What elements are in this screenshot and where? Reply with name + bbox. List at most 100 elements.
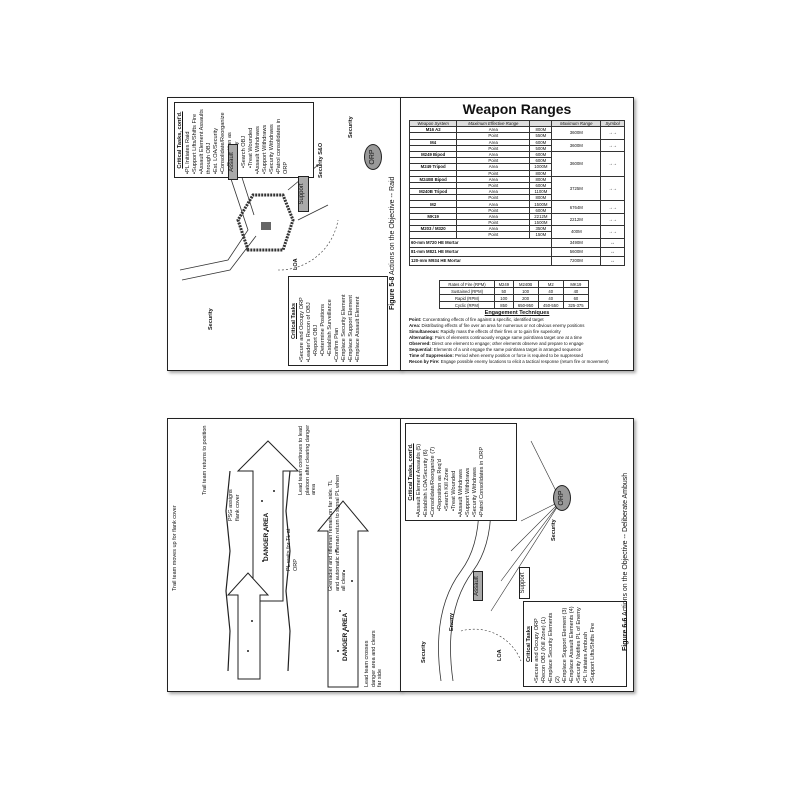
danger-diagram: Lead team crosses danger area and clears…: [168, 419, 400, 691]
engagement-technique-item: Time of Suppression: Period when enemy p…: [409, 352, 583, 358]
ambush-task-item: •Support Lifts/Shifts Fire: [589, 622, 596, 683]
raid-task-item: •Report OBJ: [312, 324, 319, 356]
raid-task-item: •Confirm Plan: [333, 327, 340, 362]
rof-header: M240B: [512, 280, 539, 288]
weapon-ranges-title: Weapon Ranges: [462, 101, 572, 117]
mortar-symbol-icon: ↔: [600, 246, 625, 257]
raid-diagram: Critical Tasks •Secure and Occupy ORP•Le…: [168, 98, 400, 370]
raid-critical-cont-title: Critical Tasks, cont'd.: [177, 111, 183, 169]
raid-task-cont-item: •Assault Element Assaults through OBJ: [198, 109, 212, 174]
raid-assault-box: Assault: [228, 144, 238, 180]
raid-orp: ORP: [364, 144, 382, 170]
weapon-symbol-icon: →→: [600, 225, 625, 239]
ambush-assault-box: Assault: [473, 571, 483, 601]
raid-security-label-2: Security: [348, 116, 354, 138]
danger-note-trail-returns: Trail team returns to position: [202, 425, 208, 496]
engagement-technique-item: Sequential: Elements of a unit engage th…: [409, 346, 582, 352]
raid-task-cont-item: •Est. LOA/Security: [212, 127, 219, 174]
raid-critical-tasks: Critical Tasks •Secure and Occupy ORP•Le…: [288, 276, 388, 366]
danger-note-trail-moves: Trail team moves up for flank cover: [172, 505, 178, 591]
raid-task-item: •Secure and Occupy ORP: [298, 297, 305, 362]
weapon-symbol-icon: →→: [600, 126, 625, 140]
card-danger-area[interactable]: Lead team crosses danger area and clears…: [167, 418, 401, 692]
raid-task-cont-item: •Search OBJ: [240, 135, 247, 168]
raid-task-item: •Determine Positions: [319, 303, 326, 356]
ambush-critical-tasks-cont: Critical Tasks, cont'd. •Assault Element…: [405, 423, 517, 521]
raid-task-cont-item: •Security Withdraws: [268, 124, 275, 174]
raid-task-cont-item: •Treat Wounded: [247, 127, 254, 168]
raid-caption: Figure 5-8 Actions on the Objective -- R…: [389, 177, 396, 310]
ambush-caption-text: Actions on the Objective -- Deliberate A…: [622, 472, 629, 618]
danger-note-lead-crosses: Lead team crosses danger area and clears…: [364, 630, 384, 687]
danger-drawing: [225, 440, 370, 688]
raid-caption-text: Actions on the Objective -- Raid: [389, 176, 396, 277]
ambush-task-item: •Emplace Security Elements (2): [547, 612, 561, 683]
mortar-symbol-icon: ↔: [600, 237, 625, 248]
ambush-orp: ORP: [553, 485, 571, 511]
ambush-task-cont-item: •Reposition as Req'd: [436, 459, 443, 511]
raid-security-so-label: Security S&O: [318, 142, 324, 178]
weapon-symbol-icon: →→: [600, 138, 625, 152]
ambush-critical-cont-title: Critical Tasks, cont'd.: [408, 443, 414, 501]
raid-task-item: •Leader's Recon of OBJ: [305, 302, 312, 362]
engagement-technique-item: Recon by Fire: Engage possible enemy loc…: [409, 358, 609, 364]
ambush-support-box: Support: [519, 567, 530, 599]
raid-task-item: •Emplace Support Element: [347, 295, 354, 362]
ambush-security-label-2: Security: [551, 519, 557, 541]
ambush-task-cont-item: •Patrol Consolidates in ORP: [478, 446, 485, 517]
danger-sign-1: DANGER AREA: [342, 612, 349, 661]
raid-task-cont-item: •Support Withdraws: [261, 124, 268, 174]
danger-pl-waits: PL waits for TL at ORP: [286, 528, 299, 571]
ambush-task-cont-item: •Assault Withdraws: [457, 469, 464, 517]
ambush-diagram: Critical Tasks •Secure and Occupy ORP•Re…: [401, 419, 633, 691]
ambush-loa-label: LOA: [497, 649, 503, 661]
ambush-task-cont-item: •Search Kill Zone: [443, 468, 450, 511]
engagement-technique-item: Alternating: Pairs of elements continuou…: [409, 334, 583, 340]
ambush-task-item: •Secure and Occupy ORP: [533, 618, 540, 683]
raid-task-item: •Emplace Assault Element: [354, 296, 361, 362]
raid-caption-figure: Figure 5-8: [389, 276, 396, 310]
ambush-task-cont-item: •Consolidate/Reorganize (7): [429, 446, 436, 517]
ambush-task-cont-item: •Establish LOA/Security (6): [422, 449, 429, 517]
ambush-task-item: •PL Initiates Ambush: [582, 631, 589, 683]
ambush-security-label: Security: [421, 641, 427, 663]
engagement-techniques-list: Point: Concentrating effects of fire aga…: [409, 317, 625, 365]
ambush-enemy-label: Enemy: [449, 612, 455, 631]
ambush-task-item: •Emplace Support Element (3): [561, 607, 568, 683]
ambush-critical-tasks: Critical Tasks •Secure and Occupy ORP•Re…: [523, 601, 627, 687]
weapon-symbol-icon: →→: [600, 200, 625, 214]
ambush-task-item: •Security Notifies PL of Enemy: [575, 607, 582, 683]
raid-task-item: •Emplace Security Element: [340, 294, 347, 362]
weapon-symbol-icon: →→: [600, 175, 625, 202]
weapon-symbol-icon: →→: [600, 212, 625, 227]
raid-critical-tasks-cont: Critical Tasks, cont'd. •PL Initiates Ra…: [174, 102, 314, 178]
engagement-technique-item: Area: Distributing effects of fire over …: [409, 322, 585, 328]
raid-critical-title: Critical Tasks: [291, 303, 297, 339]
raid-task-cont-item: •Patrol consolidates in ORP: [275, 118, 289, 174]
ambush-task-cont-item: •Treat Wounded: [450, 470, 457, 511]
engagement-technique-item: Simultaneous: Rapidly mass the effects o…: [409, 328, 561, 334]
rof-header: M2: [537, 280, 564, 288]
ambush-task-item: •Emplace Assault Elements (4): [568, 606, 575, 683]
ambush-task-cont-item: •Assault Element Assaults (5): [415, 443, 422, 517]
card-ambush[interactable]: Critical Tasks •Secure and Occupy ORP•Re…: [400, 418, 634, 692]
raid-task-cont-item: •PL Initiates Raid: [184, 131, 191, 174]
card-raid[interactable]: Critical Tasks •Secure and Occupy ORP•Le…: [167, 97, 401, 371]
engagement-technique-item: Observed: Direct one element to engage; …: [409, 340, 584, 346]
rof-header: MK19: [562, 280, 590, 288]
raid-support-box: Support: [298, 176, 309, 212]
ambush-task-item: •Recon OBJ (Kill Zone) (1): [540, 617, 547, 683]
engagement-technique-item: Point: Concentrating effects of fire aga…: [409, 317, 544, 322]
ambush-task-cont-item: •Security Withdraws: [471, 467, 478, 517]
engagement-techniques-title: Engagement Techniques: [484, 310, 550, 316]
danger-sign-2: DANGER AREA: [263, 512, 270, 561]
ambush-critical-title: Critical Tasks: [526, 626, 532, 662]
raid-task-cont-item: •Consolidate/Reorganize: [219, 112, 226, 174]
